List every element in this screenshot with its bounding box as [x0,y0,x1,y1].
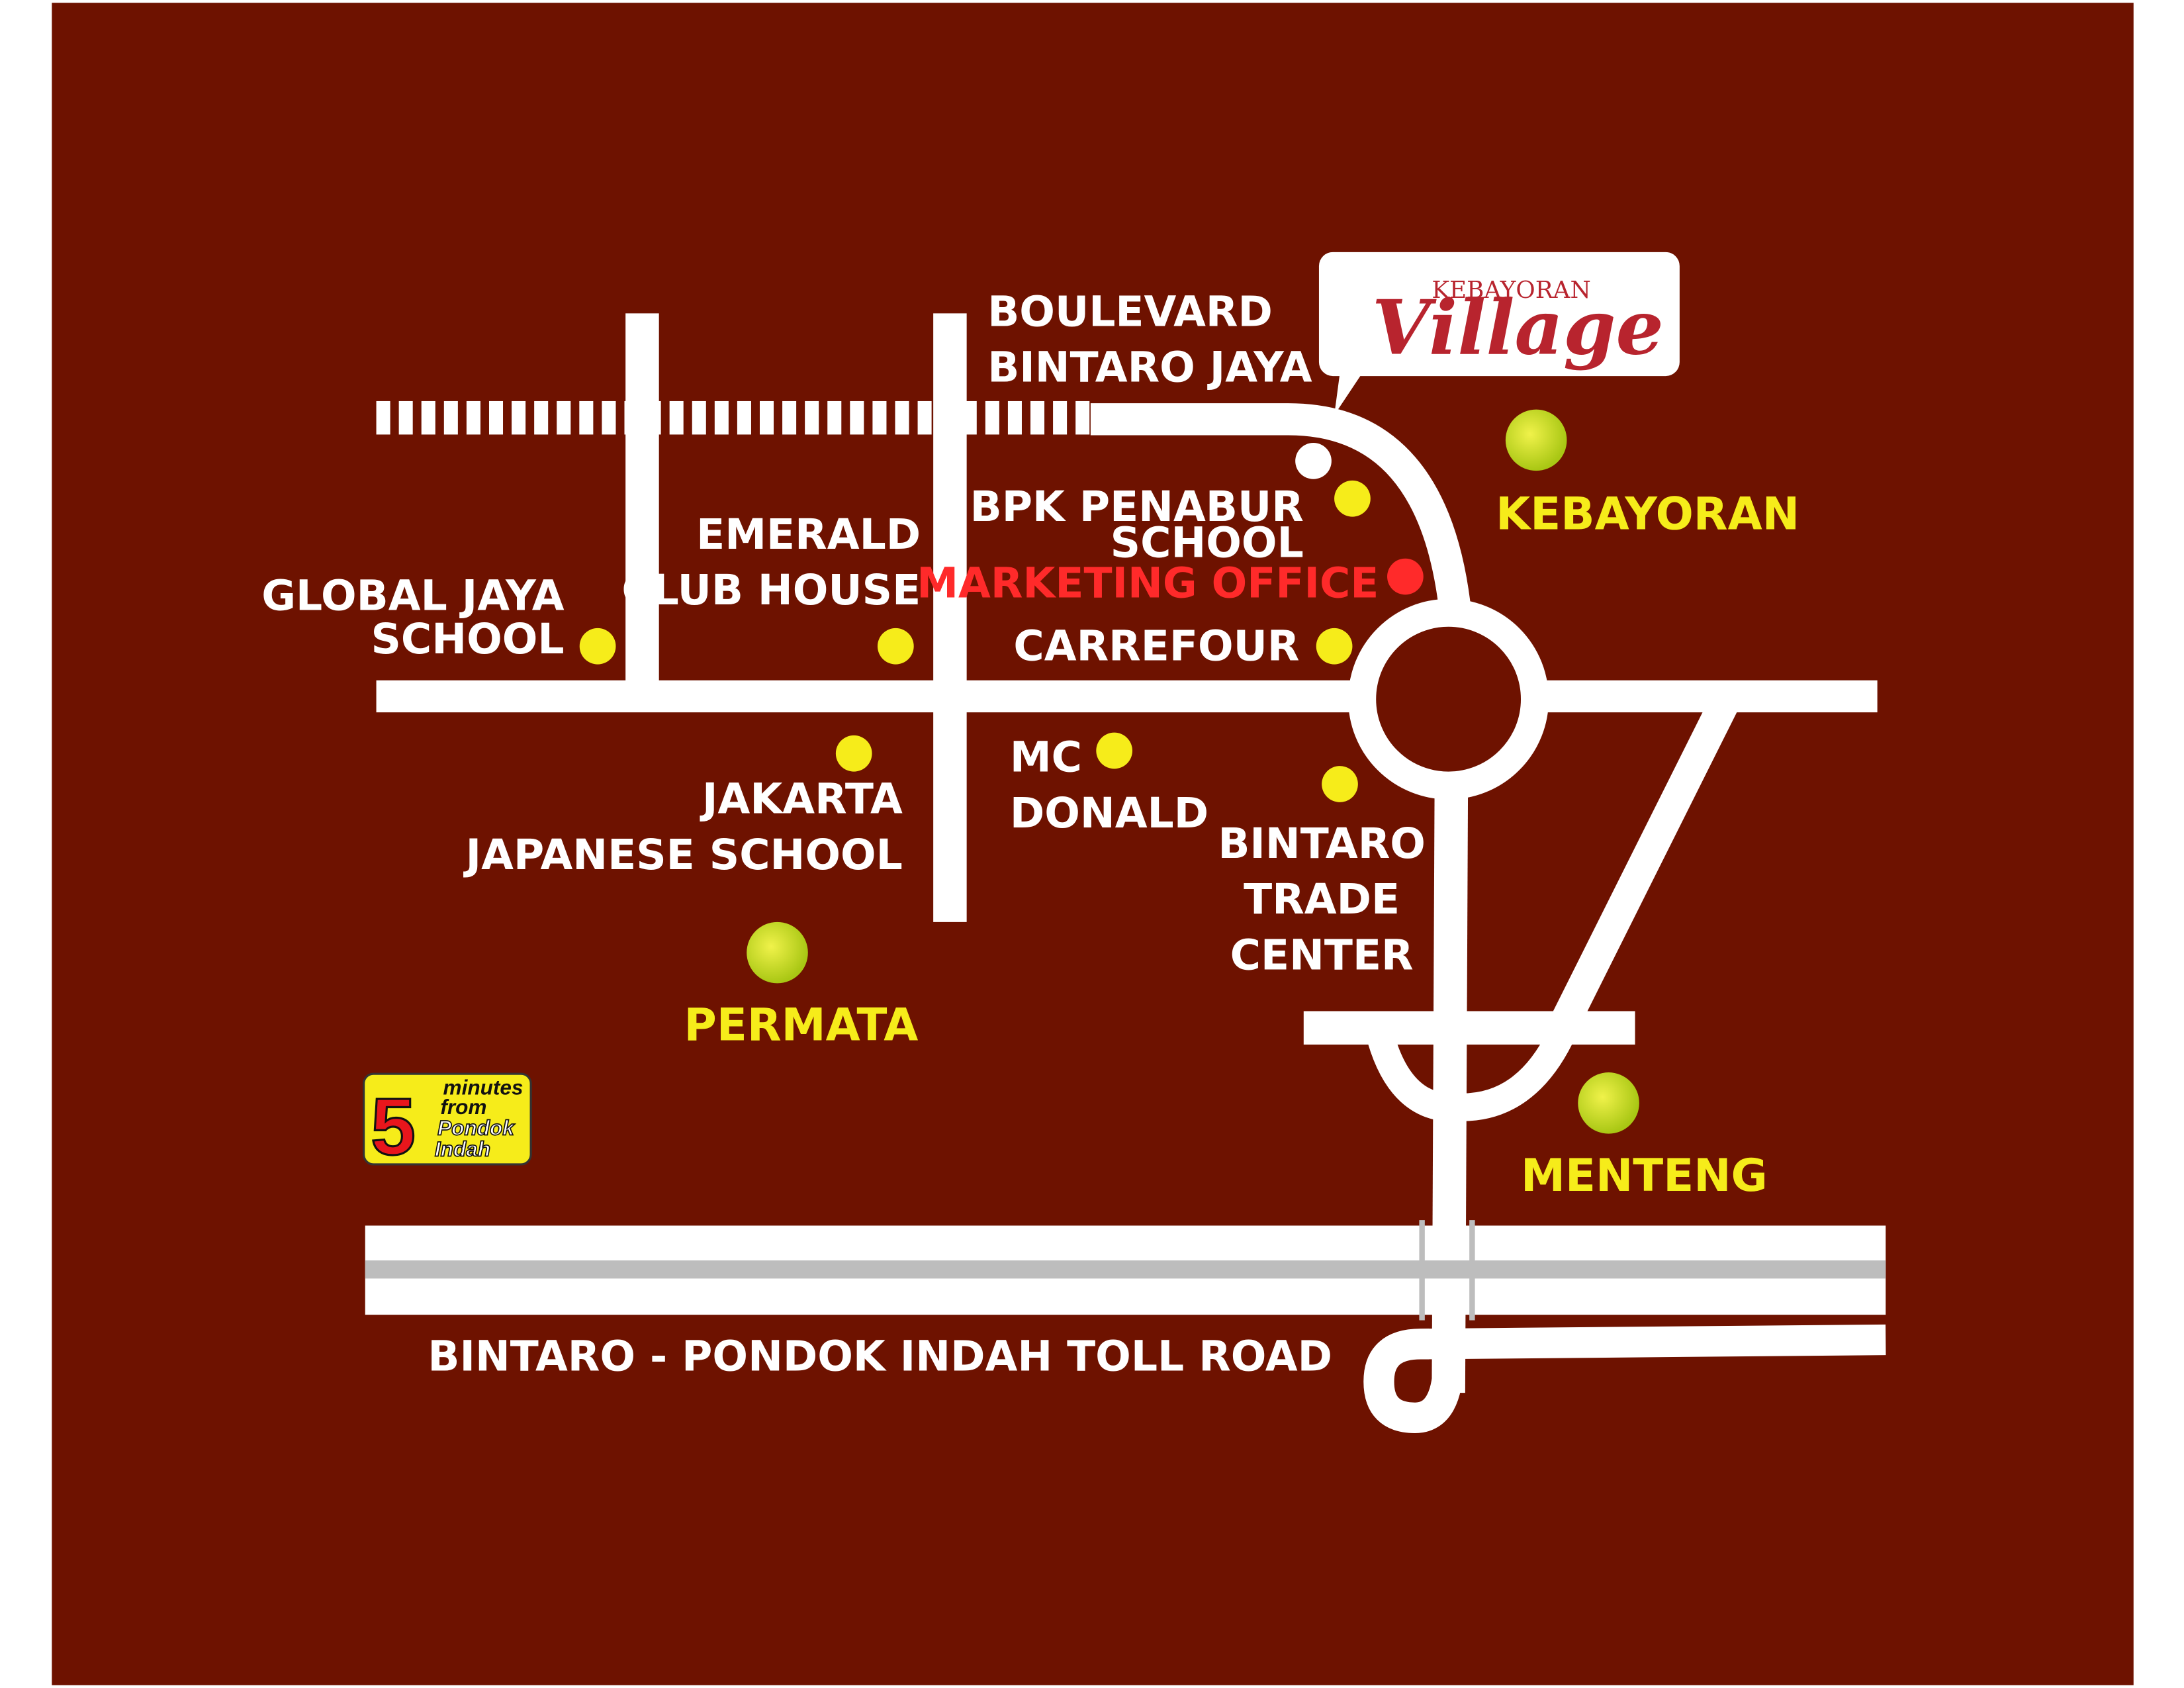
label-marketing-office: MARKETING OFFICE [917,559,1379,608]
railway-tie [692,400,706,435]
railway-tie [421,400,435,435]
map-background [52,3,2134,1685]
label-kebayoran: KEBAYORAN [1496,489,1799,540]
jakarta-japanese-marker [835,735,872,772]
road-exit-loop [1363,1324,1886,1433]
station-marker [1295,443,1332,479]
label-boulevard: BINTARO JAYA [987,342,1312,391]
label-bpk: BPK PENABUR [970,482,1304,531]
svg-text:5: 5 [371,1082,416,1172]
label-mcdonald: MC [1010,733,1082,782]
kebayoran-village-logo: KEBAYORAN Village [1318,252,1680,415]
railway-tie [759,400,774,435]
svg-text:Indah: Indah [435,1137,490,1160]
railway-tie [488,400,504,435]
permata-area-marker [747,921,808,984]
roundabout [1348,598,1549,800]
railway-tie [512,400,526,435]
label-carrefour: CARREFOUR [1013,621,1299,670]
label-global-jaya: SCHOOL [371,614,564,663]
five-minutes-badge: 5 minutes from Pondok Indah [363,1072,532,1173]
railway-tie [1075,400,1090,435]
railway-tie [714,400,729,435]
railway-tie [917,400,932,435]
svg-text:minutes: minutes [443,1076,523,1100]
svg-text:from: from [440,1095,486,1119]
label-menteng: MENTENG [1521,1150,1768,1201]
label-permata: PERMATA [684,1000,919,1051]
railway-tie [579,400,594,435]
menteng-area-marker [1578,1072,1639,1134]
label-jakarta-japanese: JAPANESE SCHOOL [463,830,903,879]
bpk-marker [1334,480,1371,517]
railway-tie [1007,400,1022,435]
label-btc: CENTER [1230,930,1414,979]
svg-text:Pondok: Pondok [437,1116,515,1140]
railway-tie [1053,400,1068,435]
railway-tie [805,400,819,435]
label-mcdonald: DONALD [1010,788,1208,837]
label-bpk: SCHOOL [1111,518,1304,567]
label-global-jaya: GLOBAL JAYA [261,571,564,620]
svg-text:KEBAYORAN: KEBAYORAN [1432,277,1590,304]
svg-text:Village: Village [1372,283,1664,371]
road-diagonal [1543,696,1738,1045]
road-loop-curve [1365,1027,1572,1122]
global-jaya-marker [579,628,616,665]
label-btc: BINTARO [1218,819,1426,868]
railway-tie [669,400,684,435]
railway-tie [443,400,458,435]
road-boulevard [1090,403,1472,615]
mcdonald-marker [1096,732,1133,769]
label-btc: TRADE [1244,874,1400,923]
railway-tie [398,400,413,435]
railway-tie [895,400,909,435]
emerald-marker [877,628,914,665]
btc-marker [1322,766,1358,802]
railway-tie [1030,400,1045,435]
railway-tie [602,400,616,435]
label-emerald: CLUB HOUSE [621,565,921,614]
toll-road-median [365,1260,1886,1279]
marketing-office-marker [1387,558,1424,595]
label-toll-road: BINTARO - PONDOK INDAH TOLL ROAD [428,1331,1332,1380]
railway-tie [737,400,751,435]
label-jakarta-japanese: JAKARTA [700,774,903,823]
railway-tie [376,400,390,435]
railway-tie [850,400,864,435]
railway-tie [827,400,842,435]
railway-tie [782,400,797,435]
railway-tie [985,400,999,435]
railway-tie [872,400,887,435]
railway-tie [534,400,549,435]
label-boulevard: BOULEVARD [987,287,1273,336]
poi-markers [579,480,1371,802]
railway-tie [557,400,571,435]
railway-tie [466,400,480,435]
label-emerald: EMERALD [696,510,921,559]
railway [376,400,1090,435]
kebayoran-area-marker [1505,409,1567,471]
carrefour-marker [1316,628,1353,665]
